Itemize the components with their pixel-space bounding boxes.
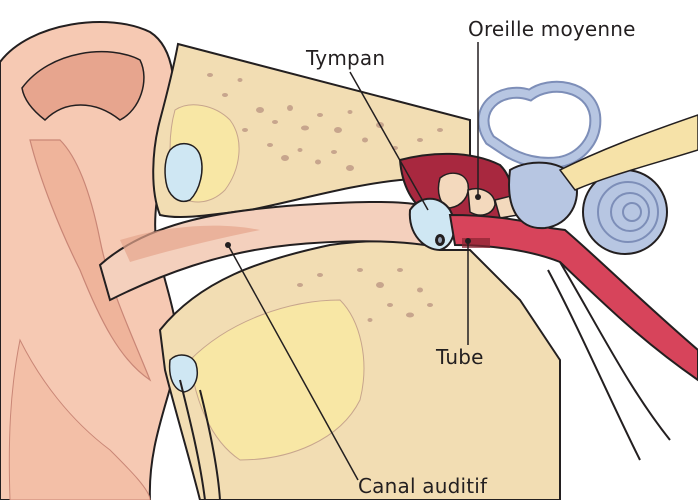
temporal-bone-lower (160, 241, 560, 500)
label-tube: Tube (436, 345, 484, 369)
label-oreille-moyenne: Oreille moyenne (468, 17, 636, 41)
cartilage-upper (165, 144, 202, 202)
label-canal-auditif: Canal auditif (358, 474, 487, 498)
label-tympan: Tympan (306, 46, 385, 70)
